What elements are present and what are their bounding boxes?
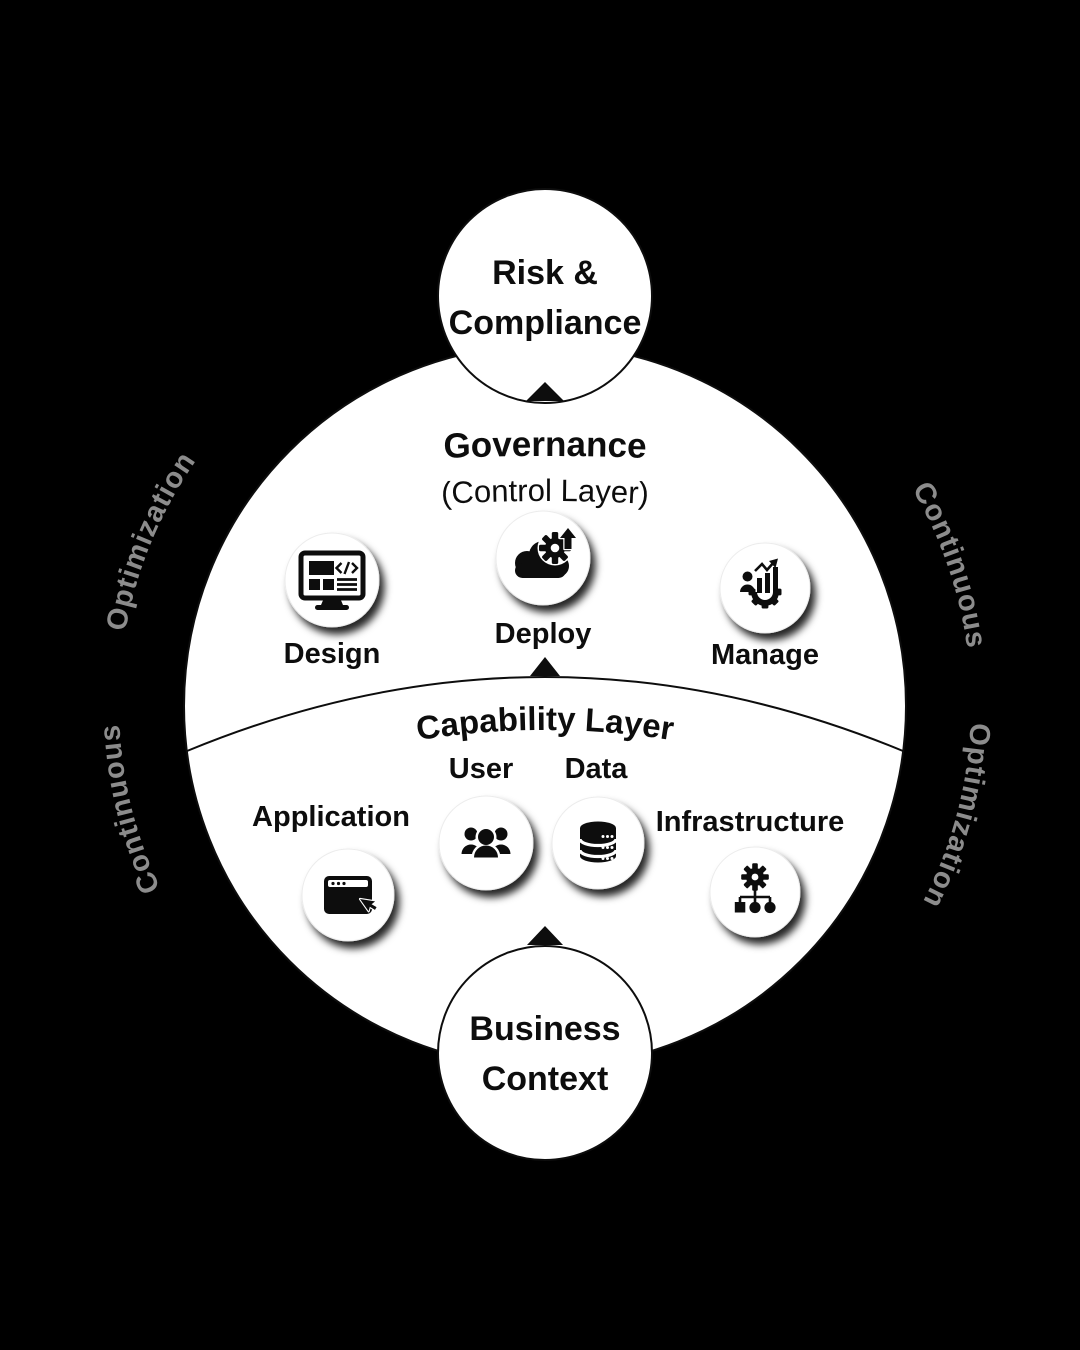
application-label: Application bbox=[252, 801, 410, 833]
flow-up-arrow-bottom bbox=[527, 926, 563, 945]
bottom-node: Business Context bbox=[437, 926, 653, 1161]
manage-label: Manage bbox=[711, 639, 819, 671]
business-context-line1: Business bbox=[469, 1010, 620, 1048]
cloud-gear-upload-icon bbox=[515, 526, 578, 578]
infrastructure-label: Infrastructure bbox=[656, 806, 845, 838]
gear-network-icon bbox=[734, 863, 776, 914]
people-group-icon bbox=[461, 826, 511, 858]
monitor-code-icon bbox=[298, 550, 366, 610]
governance-item-manage: Manage bbox=[711, 542, 819, 671]
database-icon bbox=[578, 821, 618, 863]
governance-item-design: Design bbox=[284, 532, 381, 670]
flow-up-arrow-middle bbox=[530, 657, 560, 676]
user-label: User bbox=[449, 753, 514, 785]
top-node: Risk & Compliance bbox=[437, 188, 653, 404]
cycle-text-top-left: Optimization bbox=[101, 446, 203, 633]
capability-item-user bbox=[438, 795, 534, 891]
risk-compliance-line1: Risk & bbox=[492, 254, 598, 292]
layer-separator-arc bbox=[186, 676, 904, 752]
capability-item-infrastructure bbox=[709, 846, 801, 938]
cycle-text-top-right: Continuous bbox=[906, 477, 992, 651]
risk-compliance-line2: Compliance bbox=[449, 304, 642, 342]
cycle-text-bottom-right: Optimization bbox=[916, 722, 995, 913]
business-context-circle bbox=[437, 945, 653, 1161]
capability-item-data bbox=[551, 796, 645, 890]
browser-cursor-icon bbox=[324, 876, 378, 914]
cycle-text-bottom-left: Continuous bbox=[94, 723, 166, 899]
risk-compliance-circle bbox=[437, 188, 653, 404]
business-context-line2: Context bbox=[482, 1060, 609, 1098]
governance-item-deploy: Deploy bbox=[495, 510, 592, 650]
capability-item-application bbox=[301, 848, 395, 942]
person-chart-gear-icon bbox=[740, 558, 782, 609]
design-label: Design bbox=[284, 638, 381, 670]
flow-up-arrow-top bbox=[526, 382, 564, 401]
deploy-label: Deploy bbox=[495, 618, 592, 650]
data-label: Data bbox=[565, 753, 629, 785]
